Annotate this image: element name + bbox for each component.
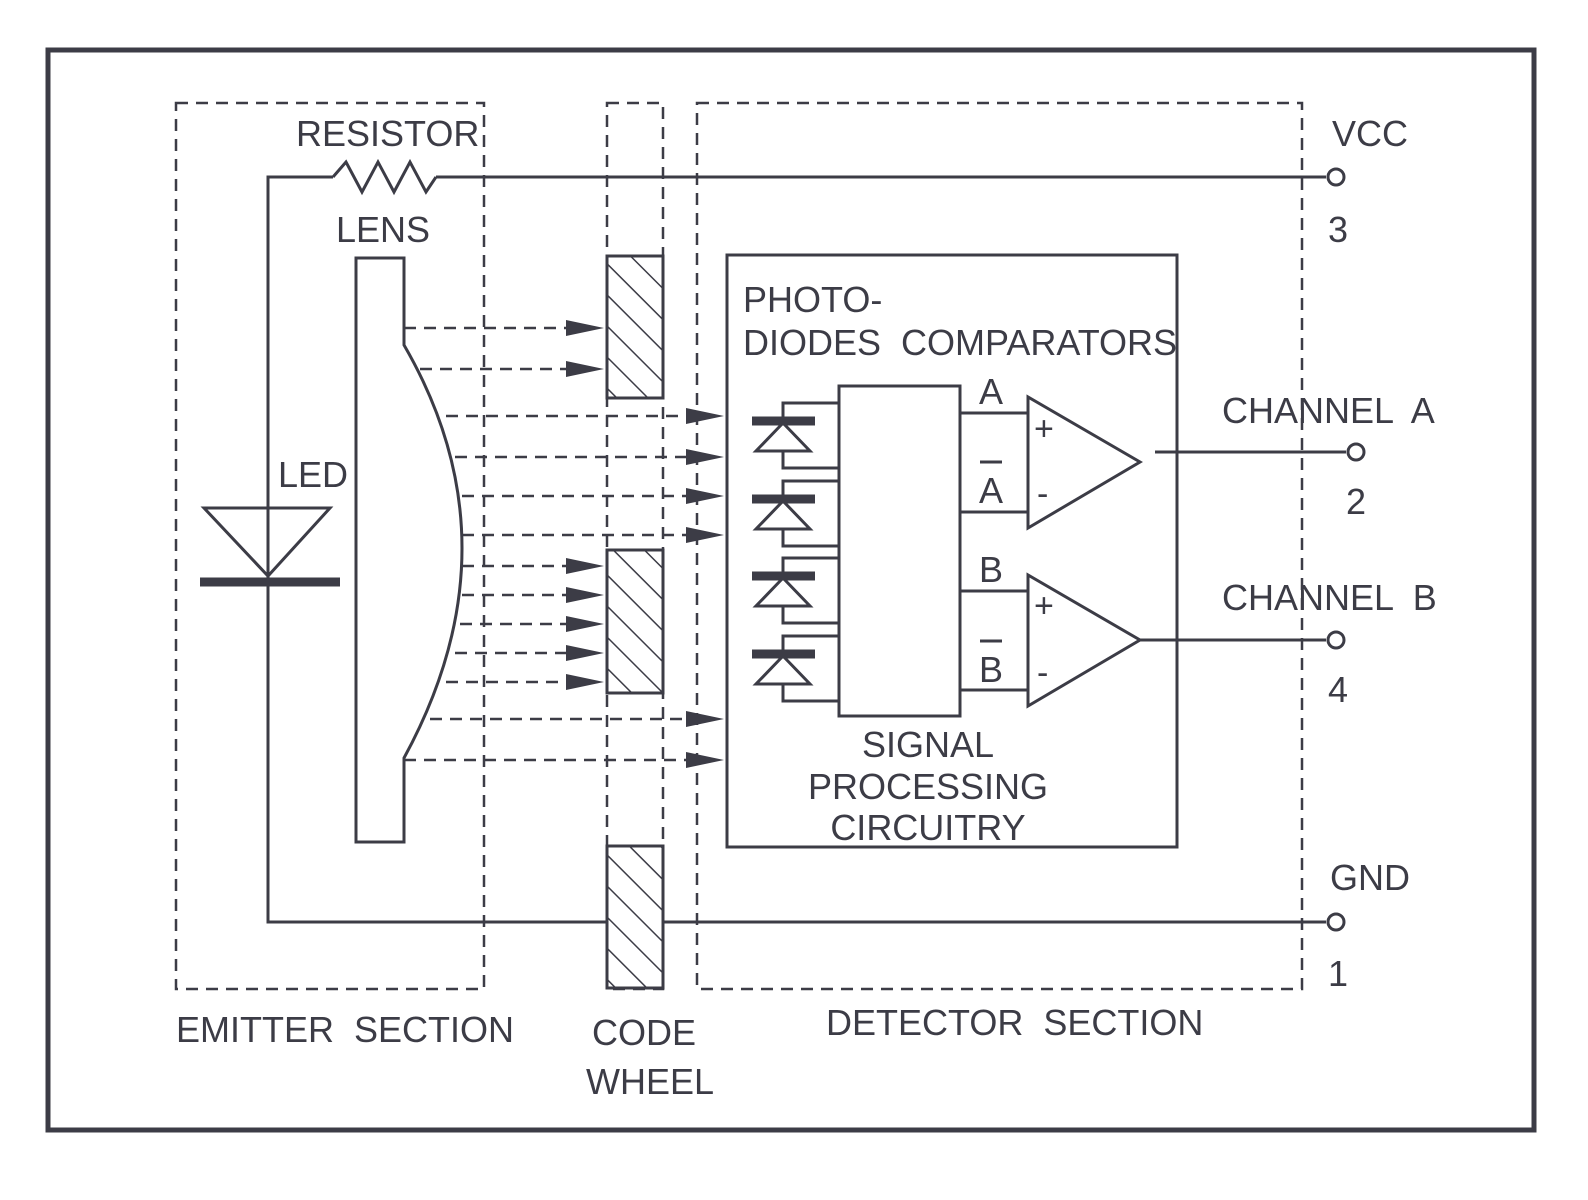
b-label: B (979, 549, 1003, 590)
photodiode-1 (752, 401, 839, 470)
photodiode-2 (752, 479, 839, 548)
comparator-a (960, 394, 1366, 531)
led-symbol (200, 506, 340, 587)
gnd-label: GND (1330, 857, 1410, 898)
processing-label: PROCESSING (808, 766, 1048, 807)
pin3-terminal (1326, 167, 1346, 187)
outer-frame (45, 47, 1537, 1133)
gnd-line (266, 582, 1346, 932)
detector-section-box (695, 101, 1304, 991)
minus-a-label: - (1037, 475, 1048, 513)
plus-b-label: + (1034, 587, 1054, 625)
code-label: CODE (592, 1012, 696, 1053)
resistor-label: RESISTOR (296, 113, 479, 154)
signal-label: SIGNAL (862, 724, 994, 765)
channel-a-label: CHANNEL A (1222, 390, 1435, 431)
diodes-comparators-label: DIODES COMPARATORS (743, 322, 1177, 363)
channel-b-label: CHANNEL B (1222, 577, 1437, 618)
detector-section-label: DETECTOR SECTION (826, 1002, 1203, 1043)
wheel-label: WHEEL (586, 1061, 714, 1102)
photodiode-3 (752, 556, 839, 625)
led-label: LED (278, 454, 348, 495)
minus-b-label: - (1037, 654, 1048, 692)
light-rays (404, 320, 724, 768)
pin4-terminal (1326, 630, 1346, 650)
comparator-b (960, 572, 1346, 709)
pin2-terminal (1346, 442, 1366, 462)
pin2-label: 2 (1346, 481, 1366, 522)
circuitry-label: CIRCUITRY (830, 807, 1025, 848)
emitter-section-label: EMITTER SECTION (176, 1009, 514, 1050)
signal-processing-box (837, 384, 962, 718)
lens-label: LENS (336, 209, 430, 250)
code-wheel-bar-top (605, 254, 665, 400)
lens-shape (354, 256, 464, 844)
plus-a-label: + (1034, 410, 1054, 448)
pin4-label: 4 (1328, 669, 1348, 710)
photodiode-4 (752, 634, 839, 703)
b-bar-label: B (979, 649, 1003, 690)
emitter-section-box (174, 101, 486, 991)
vcc-label: VCC (1332, 113, 1408, 154)
resistor-symbol (331, 158, 438, 196)
vcc-line (266, 158, 1346, 578)
a-label: A (979, 371, 1003, 412)
pin3-label: 3 (1328, 209, 1348, 250)
code-wheel-bar-bottom (605, 844, 665, 990)
code-wheel-bar-middle (605, 548, 665, 695)
pin1-label: 1 (1328, 953, 1348, 994)
photo-label: PHOTO- (743, 279, 882, 320)
a-bar-label: A (979, 470, 1003, 511)
pin1-terminal (1326, 912, 1346, 932)
photodiode-block (725, 253, 1179, 849)
